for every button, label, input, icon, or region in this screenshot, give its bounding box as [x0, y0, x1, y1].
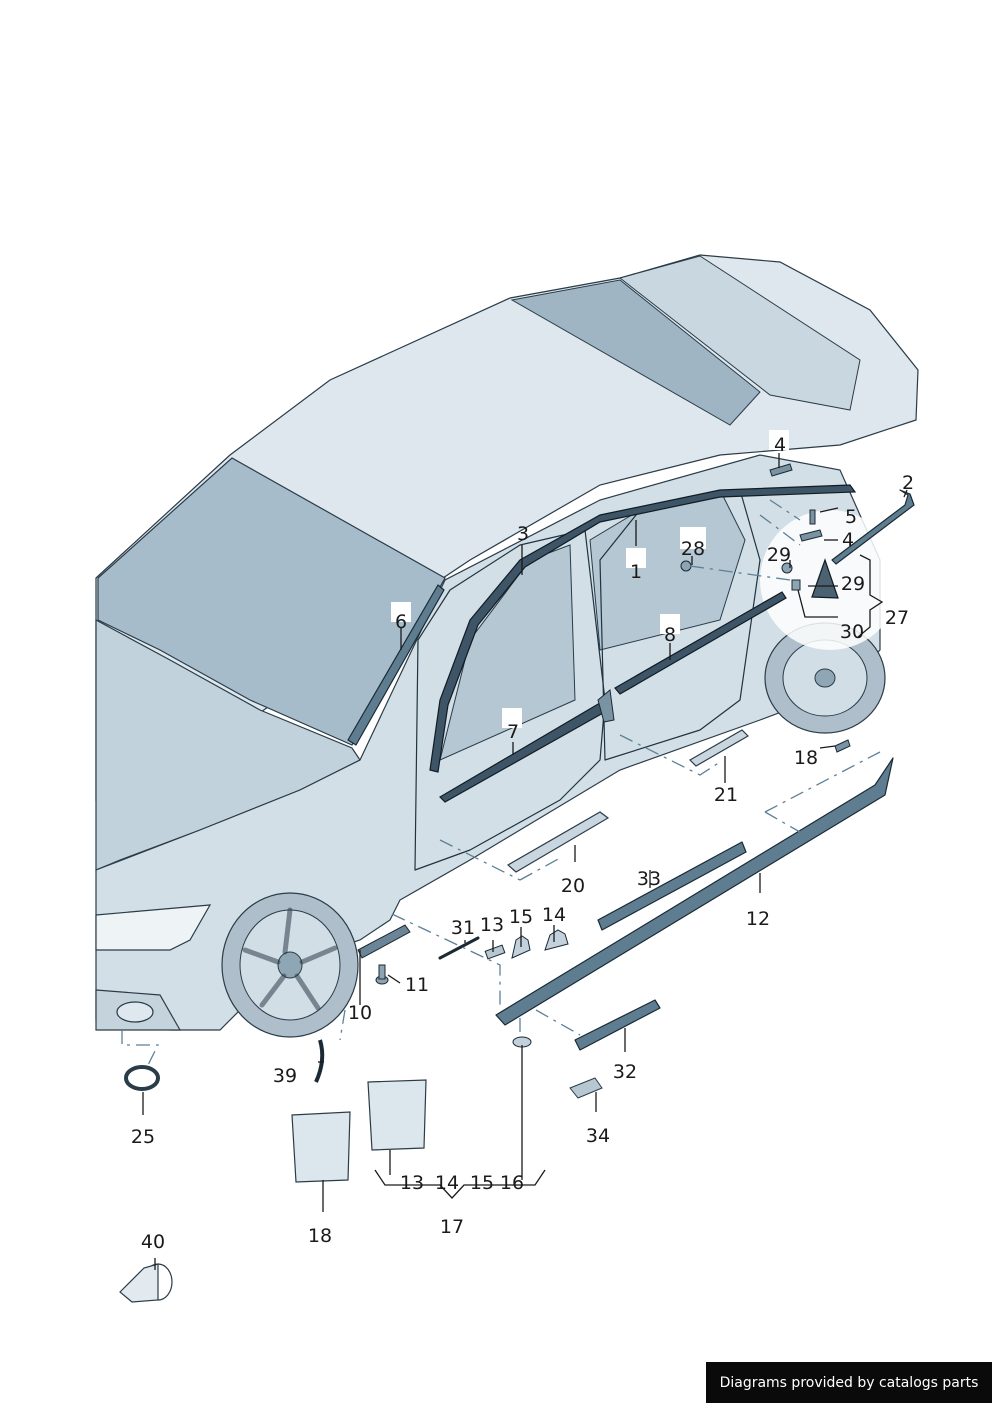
side-sill-trim	[495, 757, 894, 1026]
bolt	[375, 964, 389, 985]
callout-39: 39	[273, 1065, 297, 1087]
callout-27: 27	[885, 607, 909, 629]
callout-14a: 14	[542, 904, 566, 926]
callout-4a: 4	[774, 434, 786, 456]
callout-17: 17	[440, 1216, 464, 1238]
rear-wheel	[764, 622, 886, 734]
callout-7: 7	[507, 721, 519, 743]
sill-strip	[597, 841, 747, 931]
clip-14	[544, 929, 569, 951]
callout-40: 40	[141, 1231, 165, 1253]
triangle-cover	[811, 558, 839, 599]
retaining-rod	[438, 936, 480, 960]
clip-4-lower	[799, 529, 823, 542]
fog-light-ring	[124, 1065, 160, 1091]
front-sill-plate	[506, 811, 610, 873]
a-pillar-trim	[347, 584, 445, 746]
credit-banner: Diagrams provided by catalogs parts	[706, 1362, 992, 1403]
callout-20: 20	[561, 875, 585, 897]
parts-bag-18	[291, 1111, 351, 1183]
callout-28: 28	[681, 538, 705, 560]
rear-door-outline	[599, 489, 761, 761]
door-bracket	[597, 689, 615, 723]
callout-5: 5	[845, 506, 857, 528]
rear-window	[618, 255, 861, 411]
callout-14b: 14	[435, 1172, 459, 1194]
callout-29a: 29	[767, 544, 791, 566]
callout-29b: 29	[841, 573, 865, 595]
callout-30: 30	[840, 621, 864, 643]
credit-text: Diagrams provided by catalogs parts	[719, 1374, 979, 1391]
rear-quarter-trim	[831, 489, 915, 565]
clip-4-upper	[769, 463, 793, 477]
sunroof-panel	[510, 279, 761, 426]
fog-light	[116, 1001, 154, 1023]
callout-11: 11	[405, 974, 429, 996]
callout-33: 33	[637, 868, 661, 890]
callout-18a: 18	[794, 747, 818, 769]
callout-15a: 15	[509, 906, 533, 928]
grommet-29-lower	[791, 579, 801, 591]
callout-2: 2	[902, 472, 914, 494]
wheel-arch-strip	[314, 1039, 325, 1083]
callout-6: 6	[395, 611, 407, 633]
callout-13b: 13	[400, 1172, 424, 1194]
trim-parts	[347, 484, 915, 803]
adhesive-pad	[569, 1077, 603, 1099]
callouts: 1 2 3 4 4 5 6 7 8 10 11 12 13 13 14 14 1…	[131, 430, 914, 1253]
callout-12: 12	[746, 908, 770, 930]
clip-18-small	[834, 739, 851, 753]
callout-13a: 13	[480, 914, 504, 936]
callout-16: 16	[500, 1172, 524, 1194]
callout-31: 31	[451, 917, 475, 939]
clip	[484, 944, 506, 960]
front-wheel	[221, 892, 359, 1038]
callout-32: 32	[613, 1061, 637, 1083]
front-door-outline	[414, 529, 606, 871]
callout-25: 25	[131, 1126, 155, 1148]
screw-28	[680, 560, 692, 572]
callout-18b: 18	[308, 1225, 332, 1247]
callout-10: 10	[348, 1002, 372, 1024]
callout-34: 34	[586, 1125, 610, 1147]
leader-lines	[142, 453, 908, 1270]
callout-4b: 4	[842, 529, 854, 551]
callout-1: 1	[630, 561, 642, 583]
rear-sill-plate	[689, 729, 749, 767]
rear-door-belt-trim	[614, 591, 787, 695]
callout-3: 3	[517, 523, 529, 545]
car-body	[95, 254, 919, 1038]
lower-sill-strip	[574, 999, 661, 1051]
callout-15b: 15	[470, 1172, 494, 1194]
loose-parts	[119, 463, 894, 1303]
roof-frame-trim	[429, 484, 857, 773]
screw-5	[809, 509, 816, 525]
callout-8: 8	[664, 624, 676, 646]
assembly-lines	[121, 499, 881, 1066]
windshield	[97, 457, 446, 746]
adhesive-tape-roll	[119, 1263, 173, 1303]
sill-bracket	[357, 924, 411, 959]
callout-21: 21	[714, 784, 738, 806]
front-bumper	[95, 904, 212, 951]
parts-bag-17	[367, 1079, 427, 1151]
